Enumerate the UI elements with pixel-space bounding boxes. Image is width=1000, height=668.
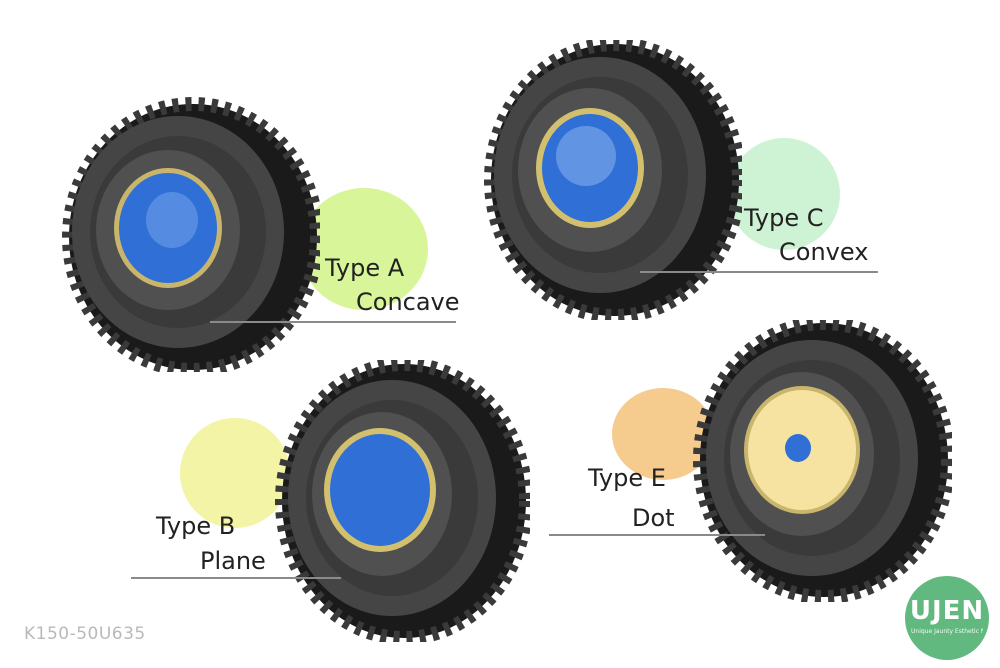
mint-blob <box>728 138 840 250</box>
orange-blob-bump <box>650 394 676 420</box>
leader-line-b <box>131 577 341 579</box>
leader-line-a <box>210 321 456 323</box>
type-e-label: Type E <box>588 464 666 492</box>
yellow-blob <box>180 418 290 528</box>
knob-type-a <box>62 97 320 372</box>
knob-type-b <box>275 360 530 642</box>
lime-blob <box>300 188 428 310</box>
type-c-label: Type C <box>744 204 824 232</box>
knob-type-e <box>693 320 952 602</box>
type-b-label: Type B <box>156 512 236 540</box>
convex-label: Convex <box>779 238 869 266</box>
sku-code: K150-50U635 <box>24 624 146 644</box>
plane-label: Plane <box>200 547 266 575</box>
logo-tagline: Unique Jaunty Esthetic Noble <box>911 628 983 635</box>
knob-type-c <box>484 40 742 320</box>
leader-line-c <box>640 271 878 273</box>
concave-label: Concave <box>356 288 460 316</box>
logo-brand: UJEN <box>909 596 985 626</box>
type-a-label: Type A <box>325 254 405 282</box>
dot-label: Dot <box>632 504 675 532</box>
ujen-logo: UJEN Unique Jaunty Esthetic Noble <box>905 576 989 660</box>
leader-line-e <box>549 534 765 536</box>
